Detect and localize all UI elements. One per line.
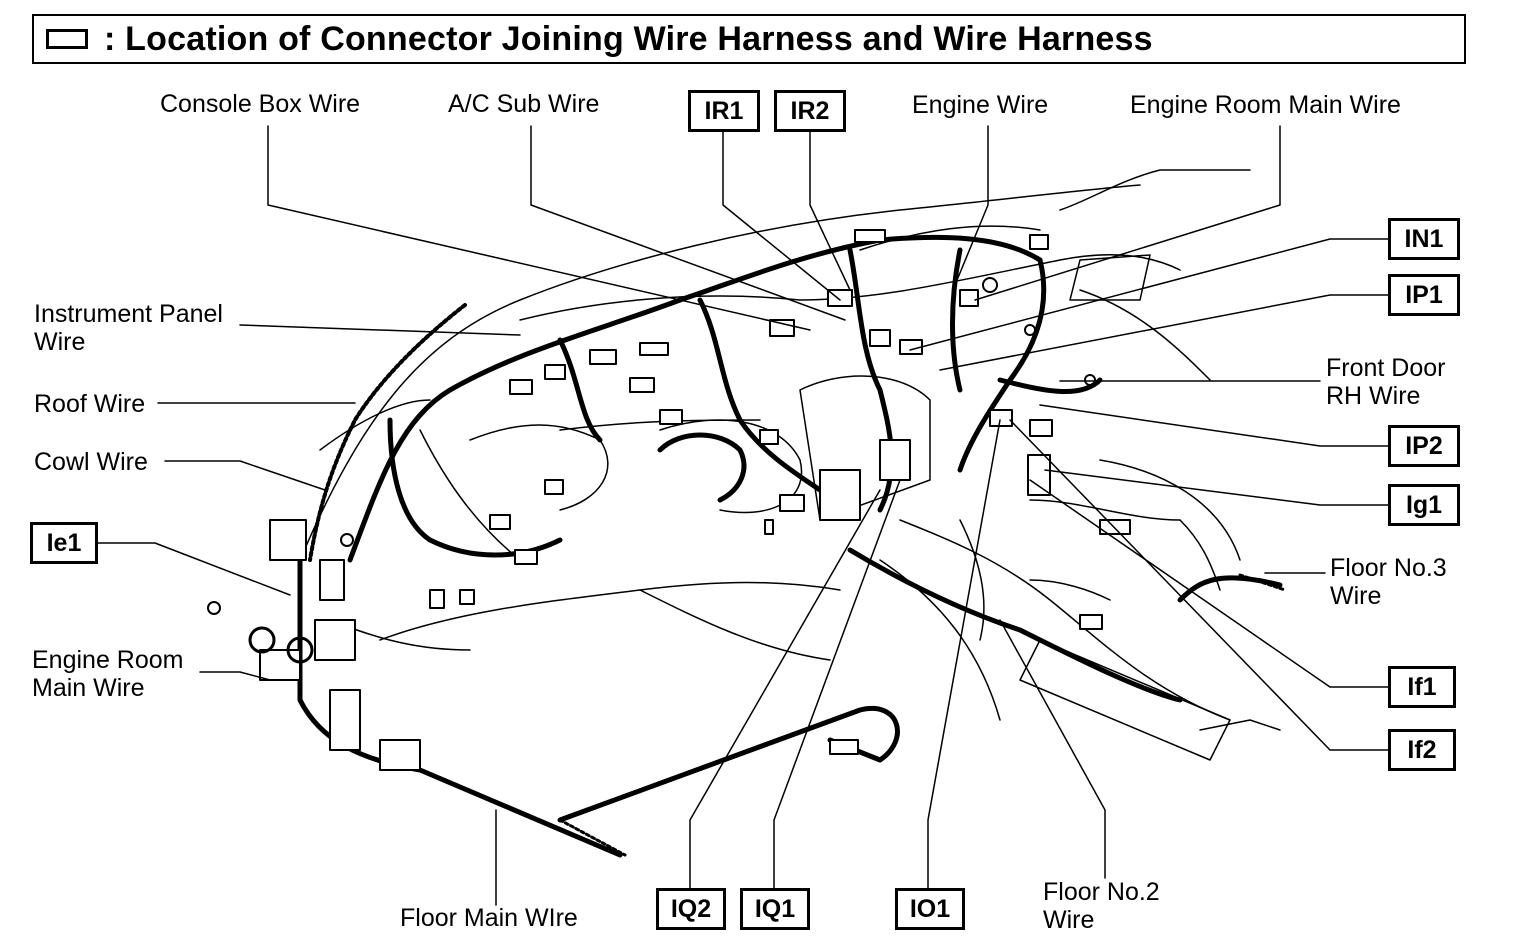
floor-no2-wire-label: Floor No.2 Wire [1043,878,1160,934]
engine-wire-label: Engine Wire [912,91,1049,119]
connector-IQ1: IQ1 [740,888,810,930]
engine-room-main-wire-left-label: Engine Room Main Wire [32,646,184,702]
roof-wire-path [308,303,467,562]
connector-box-icon [46,29,88,49]
page-title: : Location of Connector Joining Wire Har… [104,20,1153,58]
cowl-wire-label: Cowl Wire [34,448,148,476]
connector-IP1: IP1 [1388,274,1460,316]
connector-Ig1: Ig1 [1388,484,1460,526]
instrument-panel-wire-label: Instrument Panel Wire [34,300,223,356]
floor-main-wire-label: Floor Main WIre [400,904,578,932]
connector-blocks [259,229,1131,771]
connector-IQ2: IQ2 [656,888,726,930]
engine-room-main-wire-top-label: Engine Room Main Wire [1130,91,1401,119]
ac-sub-wire-label: A/C Sub Wire [448,90,600,118]
connector-Ie1: Ie1 [30,522,98,564]
front-door-rh-wire-label: Front Door RH Wire [1326,354,1446,410]
roof-wire-label: Roof Wire [34,390,146,418]
title-bar: : Location of Connector Joining Wire Har… [32,14,1466,64]
console-box-wire-label: Console Box Wire [160,90,361,118]
connector-IO1: IO1 [895,888,965,930]
connector-IR2: IR2 [774,90,846,132]
leader-lines [97,125,1389,906]
floor-no3-wire-label: Floor No.3 Wire [1330,554,1447,610]
connector-If2: If2 [1388,729,1456,771]
connector-IP2: IP2 [1388,425,1460,467]
connector-IN1: IN1 [1388,218,1460,260]
connector-IR1: IR1 [688,90,760,132]
connector-If1: If1 [1388,666,1456,708]
